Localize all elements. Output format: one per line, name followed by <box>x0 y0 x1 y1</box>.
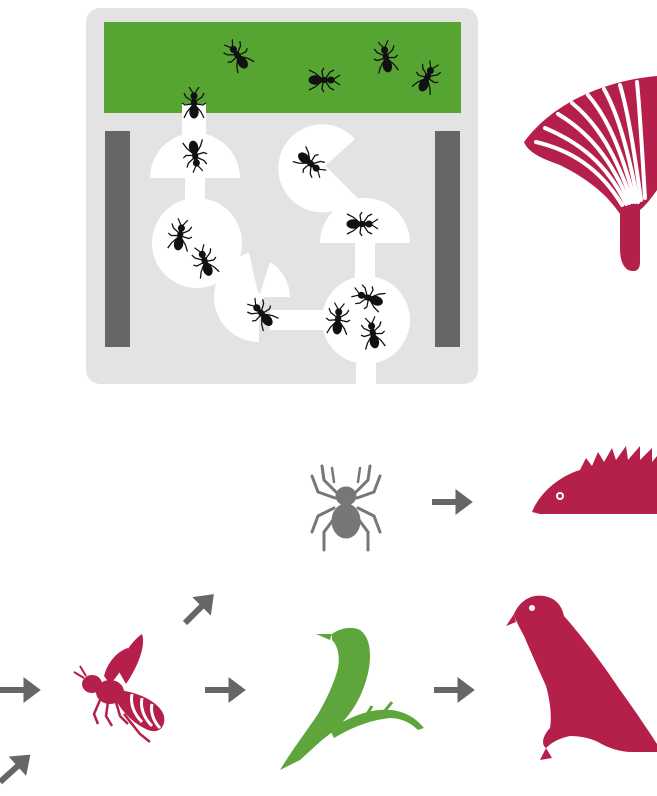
arrow-icon <box>0 678 40 702</box>
grass-surface <box>104 22 461 113</box>
bird-icon <box>280 628 424 770</box>
ant-nest <box>86 8 478 386</box>
arrow-icon <box>434 678 474 702</box>
arrow-icon <box>177 586 222 631</box>
hawk-icon <box>506 596 657 760</box>
spider-icon <box>312 466 380 550</box>
hedgehog-icon <box>532 446 657 514</box>
arrow-icon <box>432 490 472 514</box>
mushroom-icon <box>524 76 657 271</box>
nest-wall-left <box>105 131 130 347</box>
nest-wall-right <box>435 131 460 347</box>
bee-icon <box>74 634 164 742</box>
arrow-icon <box>0 746 38 791</box>
arrows <box>0 490 474 791</box>
arrow-icon <box>205 678 245 702</box>
